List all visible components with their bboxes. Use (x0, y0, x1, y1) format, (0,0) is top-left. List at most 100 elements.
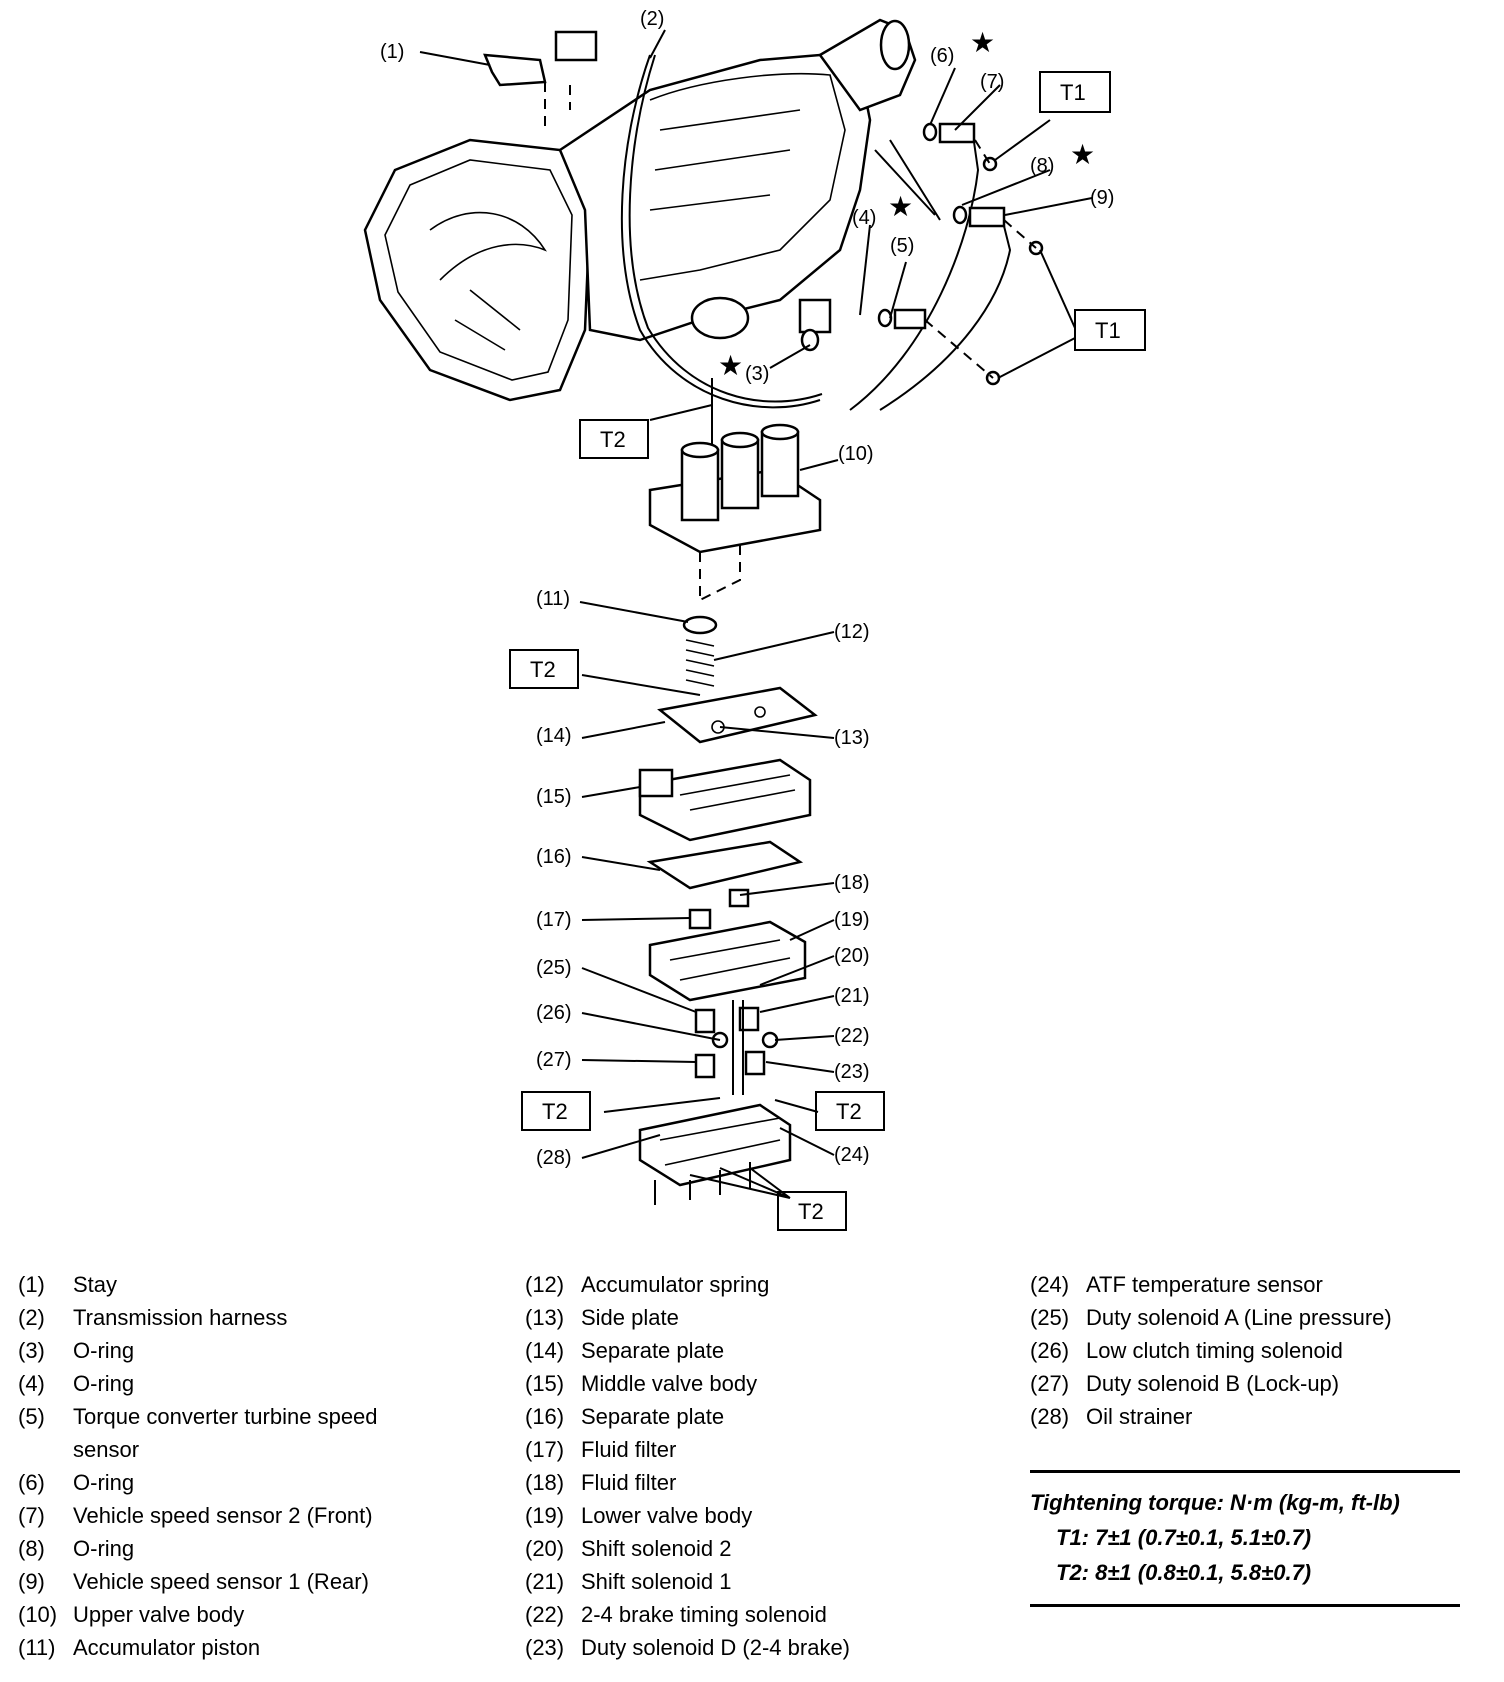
callout-13: (13) (834, 727, 870, 749)
transmission-case (363, 18, 917, 409)
callout-4: (4) (852, 207, 876, 229)
legend-item: (1)Stay (18, 1272, 118, 1297)
separate-plate-part (657, 686, 818, 744)
callout-19: (19) (834, 909, 870, 931)
torque-t1: T1: 7±1 (0.7±0.1, 5.1±0.7) (1056, 1525, 1312, 1550)
legend-item: (2)Transmission harness (18, 1305, 288, 1330)
legend-item: (5)Torque converter turbine speed (18, 1404, 378, 1429)
legend-item: (28)Oil strainer (1030, 1404, 1193, 1429)
callout-28: (28) (536, 1147, 572, 1169)
legend-item: (6)O-ring (18, 1470, 135, 1495)
o-ring-part (800, 328, 820, 352)
callout-17: (17) (536, 909, 572, 931)
star-3: ★ (718, 350, 743, 381)
legend-item: (17)Fluid filter (525, 1437, 677, 1462)
stay-part (483, 53, 547, 87)
callout-20: (20) (834, 945, 870, 967)
oil-strainer-part (638, 1103, 792, 1205)
star-8: ★ (1070, 139, 1095, 170)
separate-plate-2-part (646, 840, 804, 890)
callout-3: (3) (745, 363, 769, 385)
legend-item: (22)2-4 brake timing solenoid (525, 1602, 827, 1627)
legend-item: (3)O-ring (18, 1338, 135, 1363)
legend-item: (24)ATF temperature sensor (1030, 1272, 1323, 1297)
legend-item: (8)O-ring (18, 1536, 135, 1561)
callout-8: (8) (1030, 155, 1054, 177)
legend-item: (14)Separate plate (525, 1338, 725, 1363)
legend-column-3: (24)ATF temperature sensor (25)Duty sole… (1030, 1268, 1392, 1433)
t1-label-right: T1 (1095, 318, 1121, 343)
t1-label-top: T1 (1060, 80, 1086, 105)
legend-item: (26)Low clutch timing solenoid (1030, 1338, 1343, 1363)
speed-sensors (849, 122, 1044, 411)
t2-box-4 (815, 1091, 885, 1131)
star-marks: ★ ★ ★ ★ (718, 27, 1095, 381)
legend-item: (21)Shift solenoid 1 (525, 1569, 732, 1594)
legend-column-1: (1)Stay (2)Transmission harness (3)O-rin… (18, 1268, 378, 1664)
solenoids (694, 1006, 779, 1079)
callout-9: (9) (1090, 187, 1114, 209)
torque-box-labels: T1 T1 T2 T2 T2 T2 T2 (509, 71, 1146, 1231)
callout-11: (11) (536, 588, 570, 610)
legend-item: (20)Shift solenoid 2 (525, 1536, 732, 1561)
legend-item: (13)Side plate (525, 1305, 679, 1330)
callout-1: (1) (380, 41, 404, 63)
legend-item: (15)Middle valve body (525, 1371, 758, 1396)
middle-valve-body-part (638, 758, 812, 842)
legend-column-2: (12)Accumulator spring (13)Side plate (1… (525, 1268, 850, 1664)
lower-valve-body-part (648, 920, 807, 1002)
callout-16: (16) (536, 846, 572, 868)
legend-item-continuation: sensor (73, 1437, 140, 1462)
callout-10: (10) (838, 443, 874, 465)
callout-6: (6) (930, 45, 954, 67)
callout-26: (26) (536, 1002, 572, 1024)
star-6: ★ (970, 27, 995, 58)
callout-labels: (1) (2) (6) (7) (8) (9) (4) (5) (3) (10)… (380, 8, 1114, 1169)
callout-7: (7) (980, 71, 1004, 93)
legend-item: (18)Fluid filter (525, 1470, 677, 1495)
legend-item: (23)Duty solenoid D (2-4 brake) (525, 1635, 851, 1660)
upper-valve-body-part (648, 423, 822, 554)
legend-item: (7)Vehicle speed sensor 2 (Front) (18, 1503, 373, 1528)
callout-21: (21) (834, 985, 870, 1007)
callout-18: (18) (834, 872, 870, 894)
callout-22: (22) (834, 1025, 870, 1047)
callout-24: (24) (834, 1144, 870, 1166)
torque-t2: T2: 8±1 (0.8±0.1, 5.8±0.7) (1056, 1560, 1312, 1585)
legend-item: (25)Duty solenoid A (Line pressure) (1030, 1305, 1392, 1330)
exploded-diagram: (1) (2) (6) (7) (8) (9) (4) (5) (3) (10)… (363, 8, 1146, 1231)
legend-item: (16)Separate plate (525, 1404, 725, 1429)
t1-box-right (1074, 309, 1146, 351)
torque-title: Tightening torque: N·m (kg-m, ft-lb) (1030, 1490, 1400, 1515)
t2-box-2 (509, 649, 579, 689)
legend-item: (19)Lower valve body (525, 1503, 753, 1528)
callout-23: (23) (834, 1061, 870, 1083)
accumulator-piston-part (682, 615, 718, 635)
t2-label-1: T2 (600, 427, 626, 452)
tightening-torque-spec: Tightening torque: N·m (kg-m, ft-lb) T1:… (1030, 1470, 1460, 1607)
legend-item: (11)Accumulator piston (18, 1635, 261, 1660)
legend-item: (9)Vehicle speed sensor 1 (Rear) (18, 1569, 369, 1594)
callout-27: (27) (536, 1049, 572, 1071)
legend-item: (27)Duty solenoid B (Lock-up) (1030, 1371, 1340, 1396)
t2-label-2: T2 (530, 657, 556, 682)
callout-15: (15) (536, 786, 572, 808)
leader-lines (419, 29, 1093, 1199)
accumulator-spring-part (685, 639, 715, 687)
t2-label-5: T2 (798, 1199, 824, 1224)
t2-box-5 (777, 1191, 847, 1231)
legend-item: (12)Accumulator spring (525, 1272, 770, 1297)
star-4: ★ (888, 191, 913, 222)
callout-25: (25) (536, 957, 572, 979)
callout-12: (12) (834, 621, 870, 643)
t2-box-3 (521, 1091, 591, 1131)
t2-box-1 (579, 419, 649, 459)
legend-item: (10)Upper valve body (18, 1602, 245, 1627)
t2-label-4: T2 (836, 1099, 862, 1124)
t2-label-3: T2 (542, 1099, 568, 1124)
callout-5: (5) (890, 235, 914, 257)
callout-2: (2) (640, 8, 664, 30)
t1-box-top (1039, 71, 1111, 113)
legend-item: (4)O-ring (18, 1371, 135, 1396)
callout-14: (14) (536, 725, 572, 747)
